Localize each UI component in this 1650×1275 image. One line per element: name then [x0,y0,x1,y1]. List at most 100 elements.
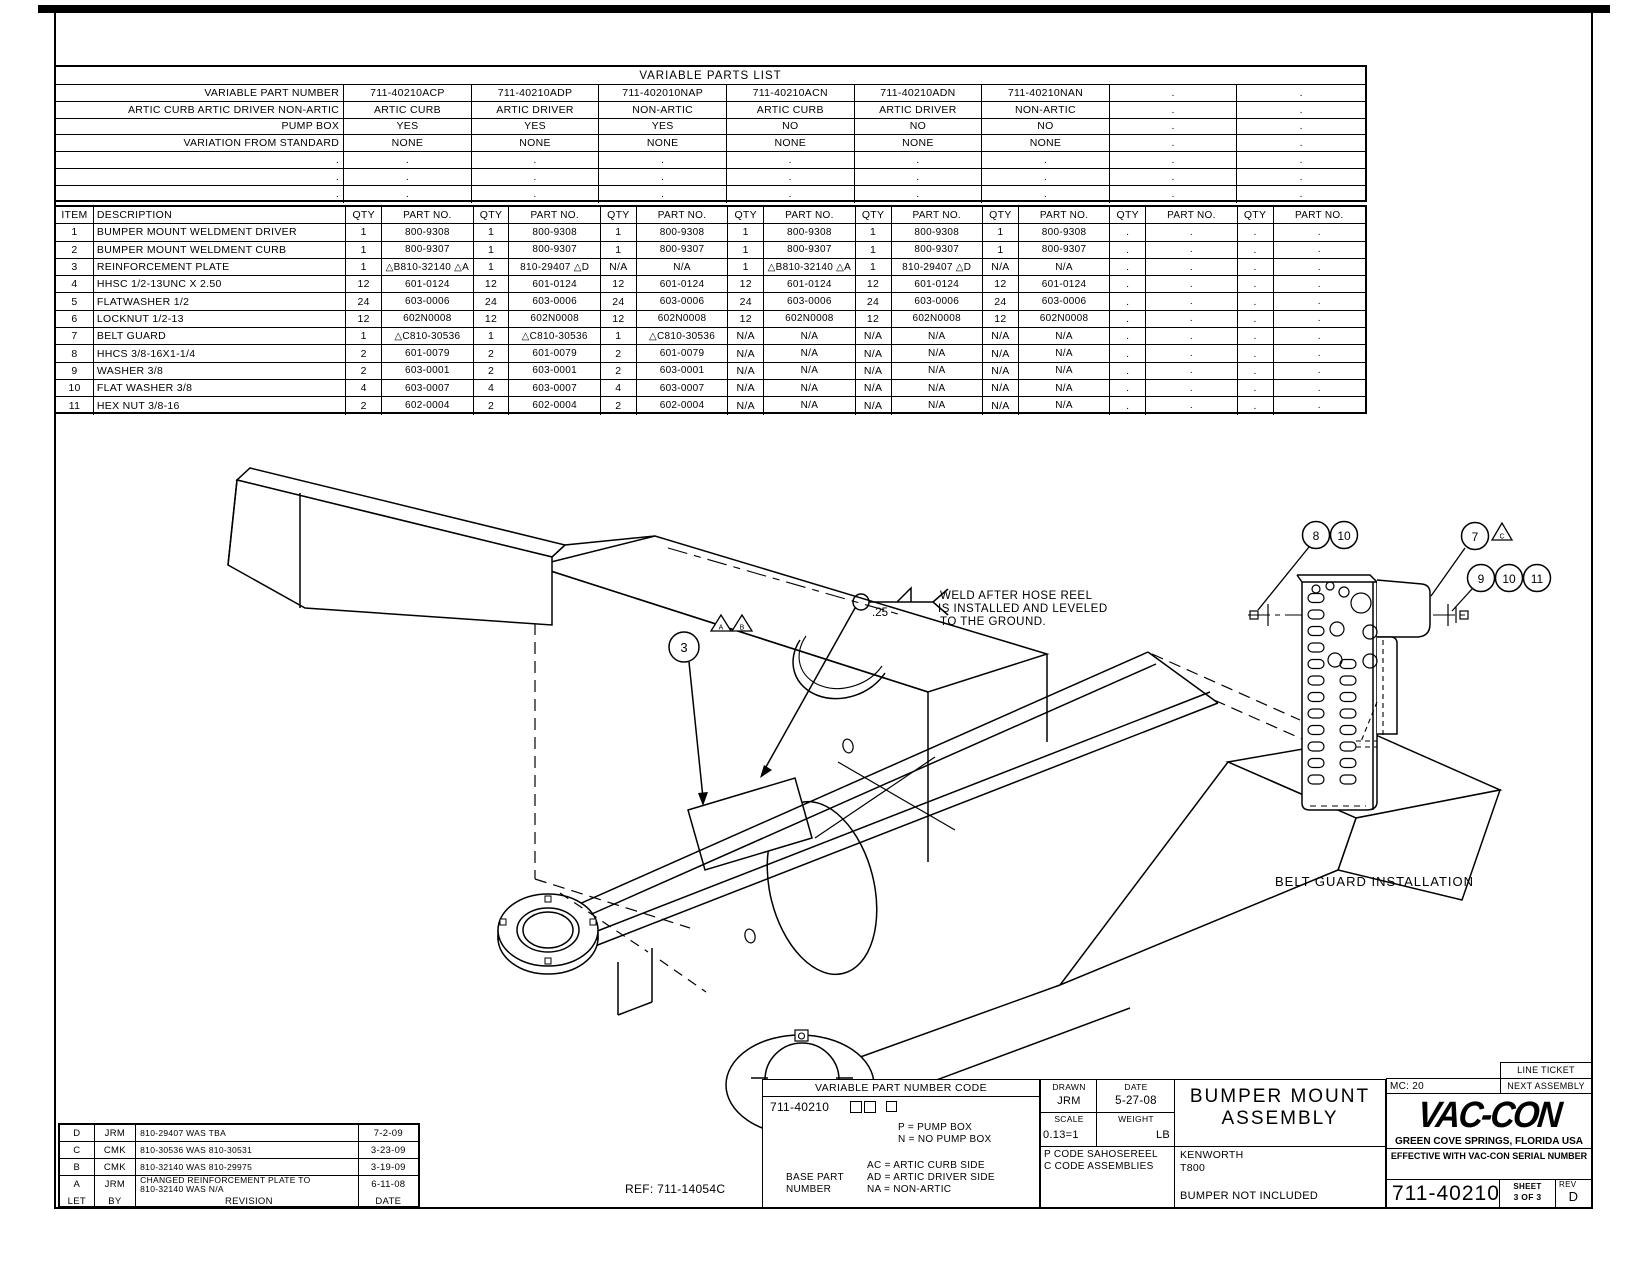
cell: . [1110,85,1238,101]
sheet-cell [1499,1179,1556,1208]
footer-by-cell: BY [95,1193,137,1209]
drawing-title-line-2: ASSEMBLY [1221,1108,1339,1129]
item-cell: 11 [56,397,94,415]
revision-table-body: D JRM 810-29407 WAS TBA 7-2-09 C CMK 810… [60,1125,418,1193]
part-no-cell: . [1317,348,1321,360]
qty-cell: 4 [601,379,637,397]
qty-cell: N/A [856,328,892,345]
part-no-cell: 603-0006 [892,293,983,310]
column-header-cell: ITEM [56,207,94,224]
column-header-cell: QTY [601,207,637,224]
part-no-cell: N/A [637,258,729,276]
cell: 711-40210ACP [344,85,472,101]
drawing-title-line-1: BUMPER MOUNT [1189,1086,1371,1107]
qty-cell: N/A [728,328,765,345]
qty-cell: . [1238,241,1274,258]
qty-cell: . [1110,379,1147,397]
qty-cell: 24 [856,293,892,310]
cell: NONE [855,135,983,152]
qty-cell: 24 [346,293,383,310]
table-row: 2 BUMPER MOUNT WELDMENT CURB 1 800-9307 … [56,241,1365,259]
qty-cell: 12 [601,310,637,328]
qty-cell: . [1110,293,1147,310]
footer-revision-cell: REVISION [136,1193,359,1209]
revision-date-cell: 7-2-09 [373,1127,403,1139]
cell: . [855,185,983,203]
cell: . [1299,188,1303,201]
part-no-cell: 800-9308 [382,224,474,241]
drawn-value: JRM [1057,1095,1081,1107]
cell: . [1299,120,1303,133]
vpnc-side-option-2: AD = ARTIC DRIVER SIDE [867,1172,995,1183]
part-no-cell: 800-9308 [509,224,601,241]
qty-cell: . [1110,397,1147,415]
part-no-cell: N/A [1019,397,1111,415]
qty-cell: 24 [474,293,510,310]
description-cell: BUMPER MOUNT WELDMENT CURB [94,241,347,258]
description-cell: HEX NUT 3/8-16 [94,397,347,415]
part-no-cell: 800-9307 [1019,241,1111,258]
cell: . [855,152,983,168]
part-no-cell: . [1146,293,1238,310]
qty-cell: 2 [474,362,510,379]
cell: NO [727,118,855,135]
qty-cell: 1 [346,241,383,258]
qty-cell: . [1238,310,1274,328]
part-no-cell: . [1317,330,1321,342]
qty-cell: 1 [601,224,637,241]
part-no-cell: 603-0001 [637,362,729,379]
detail-balloon-8: 8 [1313,529,1320,543]
qty-cell: 2 [474,345,510,362]
weight-cell [1096,1112,1176,1148]
cell: YES [472,118,600,135]
part-no-cell: 800-9307 [637,241,729,258]
detail-balloon-11: 11 [1531,572,1544,586]
qty-cell: 2 [601,397,637,415]
qty-cell: 1 [856,258,892,276]
qty-cell: . [1110,224,1147,241]
revision-flag-b-icon [730,613,754,632]
part-no-cell: 810-29407 △D [892,258,983,276]
cell: . [344,168,472,185]
cell: ARTIC DRIVER [855,101,983,118]
revision-description-cell: 810-30536 WAS 810-30531 [136,1142,359,1158]
part-no-cell: 601-0124 [382,276,474,293]
part-no-cell: 602-0004 [382,397,474,415]
qty-cell: . [1238,224,1274,241]
qty-cell: . [1238,362,1274,379]
part-no-cell: 601-0124 [892,276,983,293]
part-no-cell: . [1146,310,1238,328]
qty-cell: . [1238,258,1274,276]
qty-cell: 1 [728,241,765,258]
part-no-cell: N/A [892,345,983,362]
qty-cell: 2 [474,397,510,415]
qty-cell: N/A [856,345,892,362]
description-cell: FLATWASHER 1/2 [94,293,347,310]
table-row: 11 HEX NUT 3/8-16 2 602-0004 2 602-0004 … [56,397,1365,415]
cell: . [1110,185,1238,203]
part-no-cell: N/A [1019,328,1111,345]
revision-flag-c-icon [1490,521,1514,541]
column-header-cell: PART NO. [892,207,983,224]
part-no-cell: 601-0079 [509,345,601,362]
part-no-cell: 800-9307 [764,241,856,258]
revision-row: D JRM 810-29407 WAS TBA 7-2-09 [60,1125,418,1142]
qty-cell: 1 [601,328,637,345]
cell: 711-40210ADP [472,85,600,101]
qty-cell: 12 [856,310,892,328]
drawn-label: DRAWN [1052,1082,1086,1092]
item-cell: 1 [56,224,94,241]
part-no-cell: N/A [1019,345,1111,362]
description-cell: HHSC 1/2-13UNC X 2.50 [94,276,347,293]
revision-letter-cell: B [60,1159,95,1175]
cell: . [599,185,727,203]
sheet-label: SHEET [1513,1182,1542,1191]
part-no-cell: 800-9308 [1019,224,1111,241]
cell: NON-ARTIC [599,101,727,118]
scale-label: SCALE [1054,1114,1084,1124]
row-label-cell: . [56,168,345,185]
cell: NONE [727,135,855,152]
part-no-cell: N/A [1019,379,1111,397]
revision-letter-cell: D [60,1125,95,1141]
cell: . [1299,170,1303,183]
